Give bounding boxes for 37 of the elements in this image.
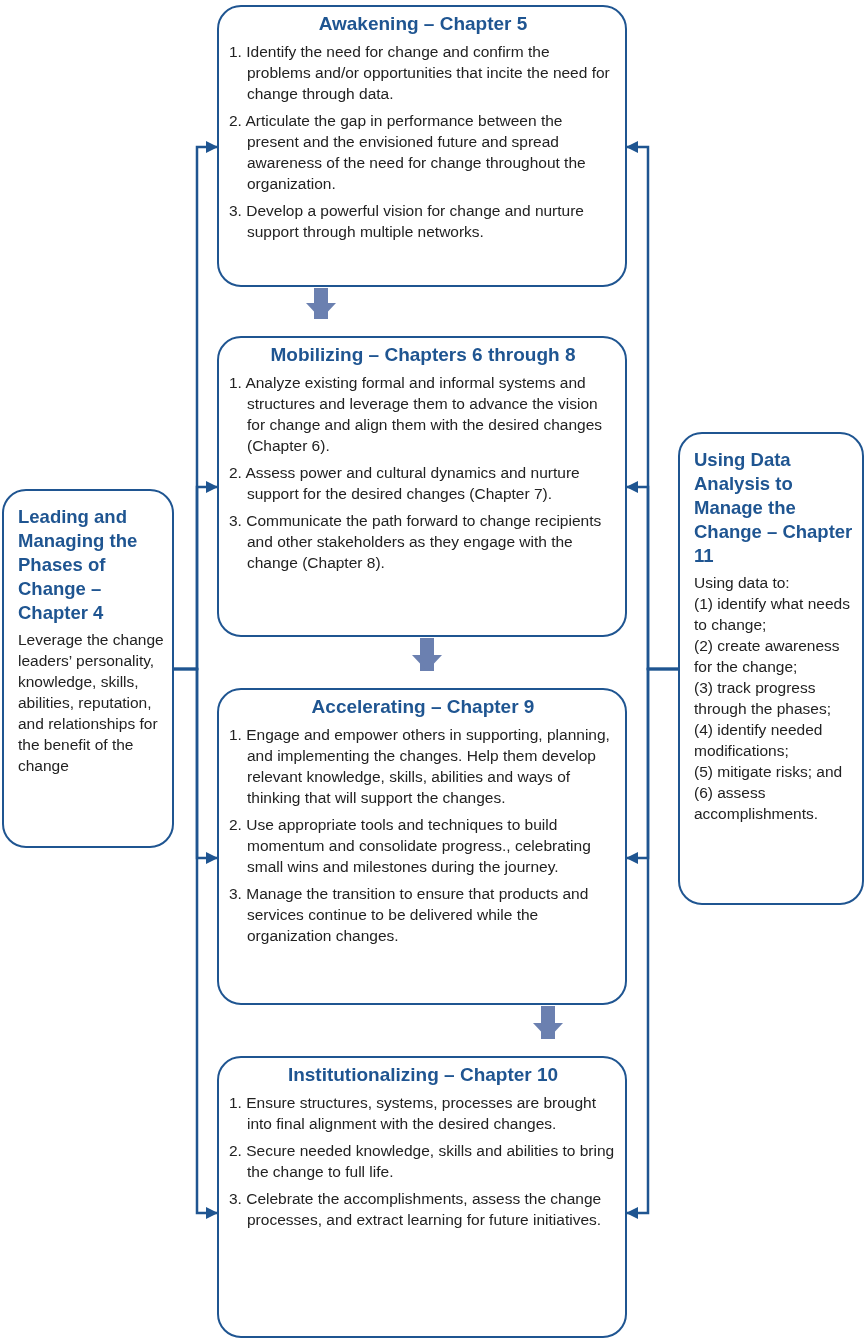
numbered-step: 3. Celebrate the accomplishments, assess the change processes, and extract learning for future initiatives. bbox=[229, 1188, 617, 1230]
connector-arrow bbox=[174, 667, 218, 1219]
box-heading: Leading and Managing the Phases of Change – Chapter 4 bbox=[18, 505, 139, 625]
numbered-step: 1. Identify the need for change and confirm the problems and/or opportunities that incite the need for change through data. bbox=[229, 41, 617, 104]
box-heading: Awakening – Chapter 5 bbox=[317, 13, 529, 35]
numbered-step: 1. Analyze existing formal and informal systems and structures and leverage them to advance the vision for change and align them with the desired changes (Chapter 6). bbox=[229, 372, 617, 456]
numbered-step: 3. Develop a powerful vision for change and nurture support through multiple networks. bbox=[229, 200, 617, 242]
side-box bbox=[2, 489, 174, 848]
numbered-step: 2. Assess power and cultural dynamics and nurture support for the desired changes (Chapter 7). bbox=[229, 462, 617, 504]
phase-box bbox=[217, 5, 627, 287]
box-text: (2) create awareness for the change; bbox=[694, 636, 841, 677]
numbered-step: 3. Communicate the path forward to change recipients and other stakeholders as they engage with the change (Chapter 8). bbox=[229, 510, 617, 573]
block-arrow bbox=[412, 638, 442, 671]
box-text: Leverage the change leaders’ personality, knowledge, skills, abilities, reputation, and relationships for the benefit of the change bbox=[18, 630, 164, 776]
numbered-step: 2. Secure needed knowledge, skills and abilities to bring the change to full life. bbox=[229, 1140, 617, 1182]
phase-box bbox=[217, 688, 627, 1005]
numbered-step: 3. Manage the transition to ensure that products and services continue to be delivered while the organization changes. bbox=[229, 883, 617, 946]
numbered-step: 2. Use appropriate tools and techniques to build momentum and consolidate progress., celebrating small wins and milestones during the journey. bbox=[229, 814, 617, 877]
phase-box bbox=[217, 336, 627, 637]
box-text: (5) mitigate risks; and bbox=[694, 762, 844, 782]
box-heading: Institutionalizing – Chapter 10 bbox=[286, 1064, 560, 1086]
side-box bbox=[678, 432, 864, 905]
box-text: (3) track progress through the phases; bbox=[694, 678, 833, 719]
connector-arrow bbox=[626, 667, 678, 1219]
numbered-step: 2. Articulate the gap in performance between the present and the envisioned future and spread awareness of the need for change throughout the organization. bbox=[229, 110, 617, 194]
block-arrow bbox=[306, 288, 336, 319]
box-text: Using data to: bbox=[694, 573, 791, 593]
box-text: (6) assess accomplishments. bbox=[694, 783, 820, 824]
box-heading: Accelerating – Chapter 9 bbox=[310, 696, 536, 718]
box-text: (1) identify what needs to change; bbox=[694, 594, 851, 635]
box-heading: Using Data Analysis to Manage the Change – Chapter 11 bbox=[694, 448, 854, 568]
numbered-step: 1. Engage and empower others in supporting, planning, and implementing the changes. Help them develop relevant knowledge, skills, abilities and ways of thinking that will support the changes. bbox=[229, 724, 617, 808]
numbered-step: 1. Ensure structures, systems, processes are brought into final alignment with the desired changes. bbox=[229, 1092, 617, 1134]
box-heading: Mobilizing – Chapters 6 through 8 bbox=[269, 344, 577, 366]
box-text: (4) identify needed modifications; bbox=[694, 720, 824, 761]
block-arrow bbox=[533, 1006, 563, 1039]
phase-box bbox=[217, 1056, 627, 1338]
